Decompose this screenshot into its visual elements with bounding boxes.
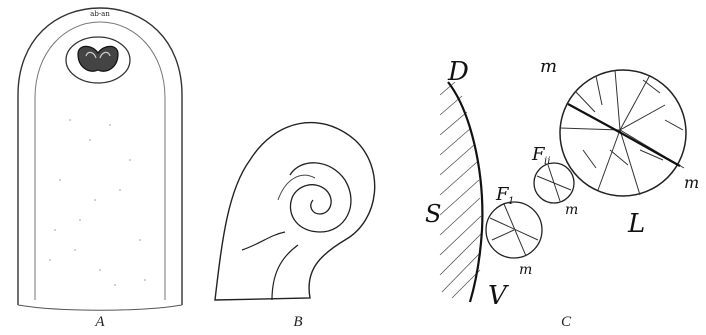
panel-b-stalk [242, 232, 298, 300]
panel-b: B [215, 123, 375, 330]
panel-c: D S V F 1 F ii m m m m L C [425, 56, 699, 330]
panel-c-label-m-bottom: m [519, 262, 532, 278]
panel-a-stipple [49, 119, 146, 286]
panel-a-top-label: ab-an [90, 10, 110, 18]
panel-c-label-f1-sub: 1 [508, 196, 514, 207]
panel-c-label-m-right: m [684, 173, 699, 192]
panel-b-caption: B [293, 314, 302, 330]
panel-b-shell-outline [215, 123, 375, 300]
panel-c-cell-f1 [486, 202, 542, 258]
panel-a-base [18, 305, 182, 310]
panel-c-cell-f2 [534, 163, 574, 203]
panel-c-label-m-mid: m [565, 202, 578, 218]
panel-c-label-f2-sub: ii [544, 156, 550, 167]
panel-c-hatched-wall [440, 82, 481, 298]
panel-a-bilobed-organ [78, 46, 118, 71]
panel-a-caption: A [94, 314, 105, 330]
panel-c-label-d: D [447, 57, 469, 87]
panel-c-label-l: L [627, 209, 645, 239]
panel-b-inner-fold [278, 175, 315, 200]
panel-c-label-m-top: m [540, 56, 557, 77]
panel-c-caption: C [561, 314, 572, 330]
panel-b-spiral [290, 163, 351, 232]
panel-c-cell-l [560, 70, 686, 196]
panel-c-label-v: V [488, 281, 509, 311]
panel-a: ab-an A [18, 8, 182, 330]
panel-c-label-s: S [425, 200, 441, 228]
